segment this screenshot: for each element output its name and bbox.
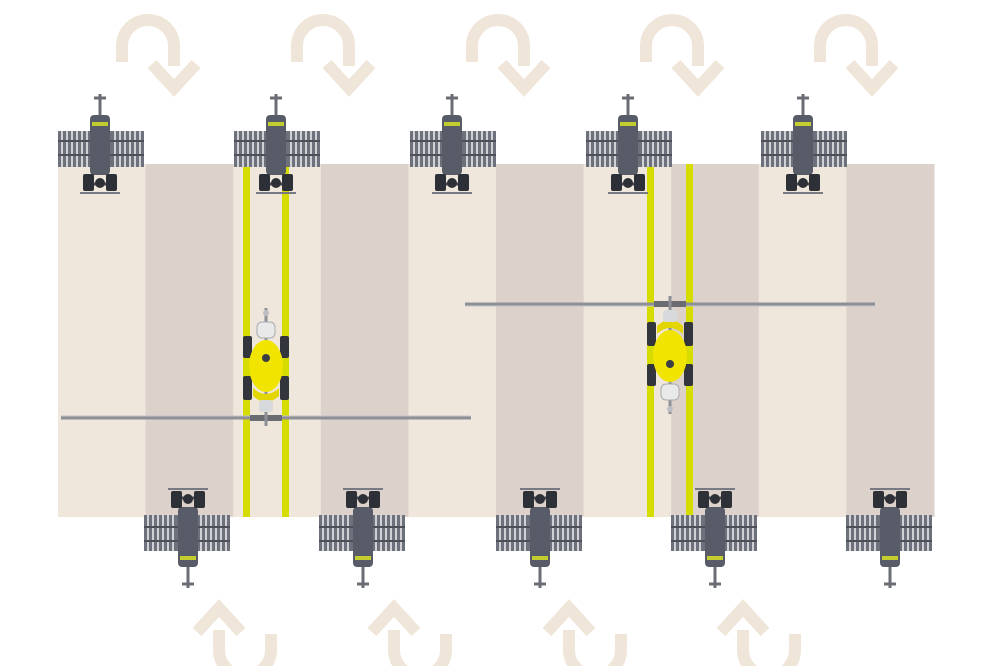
bottom-turn-arrows (197, 608, 795, 666)
field-strip (496, 164, 585, 517)
field-strip (758, 164, 847, 517)
field-strip (58, 164, 147, 517)
u-turn-arrow-icon (122, 20, 196, 88)
top-turn-arrows (122, 20, 894, 88)
u-turn-arrow-icon (820, 20, 894, 88)
u-turn-arrow-icon (721, 608, 795, 666)
field-strip (846, 164, 935, 517)
u-turn-arrow-icon (372, 608, 446, 666)
u-turn-arrow-icon (472, 20, 546, 88)
field-strip (145, 164, 234, 517)
u-turn-arrow-icon (197, 608, 271, 666)
u-turn-arrow-icon (646, 20, 720, 88)
field-strip (408, 164, 497, 517)
field-strip (320, 164, 409, 517)
u-turn-arrow-icon (547, 608, 621, 666)
u-turn-arrow-icon (297, 20, 371, 88)
field-strips (58, 164, 935, 517)
